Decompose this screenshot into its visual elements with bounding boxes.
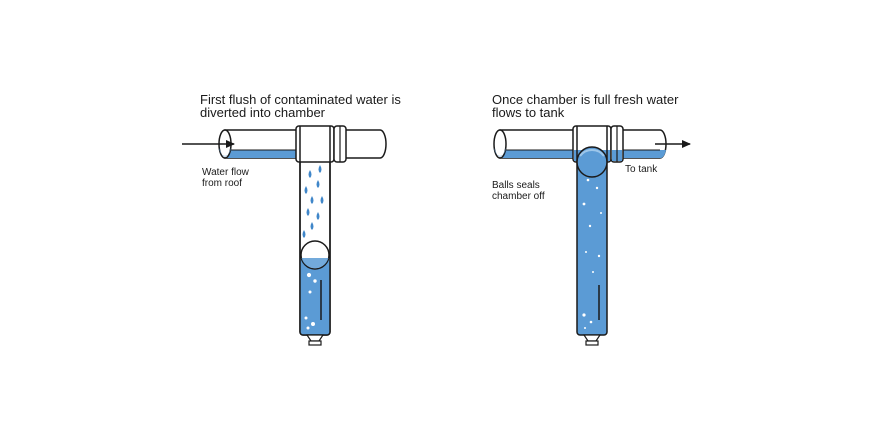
right-chamber	[576, 159, 608, 346]
right-ball-label-line1: Balls seals	[492, 180, 540, 191]
right-ball-label-line2: chamber off	[492, 191, 545, 202]
right-tank-label: To tank	[625, 164, 658, 175]
left-caption-line2: diverted into chamber	[200, 105, 326, 120]
left-panel: First flush of contaminated water is div…	[182, 92, 401, 346]
left-flow-label-line2: from roof	[202, 178, 242, 189]
water-drop-icon	[302, 165, 324, 238]
left-flow-label-line1: Water flow	[202, 167, 250, 178]
left-chamber-water	[300, 258, 330, 335]
right-panel: Once chamber is full fresh water flows t…	[492, 92, 691, 346]
right-bubbles	[582, 178, 602, 329]
left-horizontal-pipe	[218, 125, 387, 163]
ball-icon	[576, 146, 608, 178]
ball-icon	[300, 240, 330, 270]
left-caption-line1: First flush of contaminated water is	[200, 92, 401, 107]
left-bubbles	[304, 272, 317, 330]
right-caption-line1: Once chamber is full fresh water	[492, 92, 679, 107]
right-caption-line2: flows to tank	[492, 105, 565, 120]
